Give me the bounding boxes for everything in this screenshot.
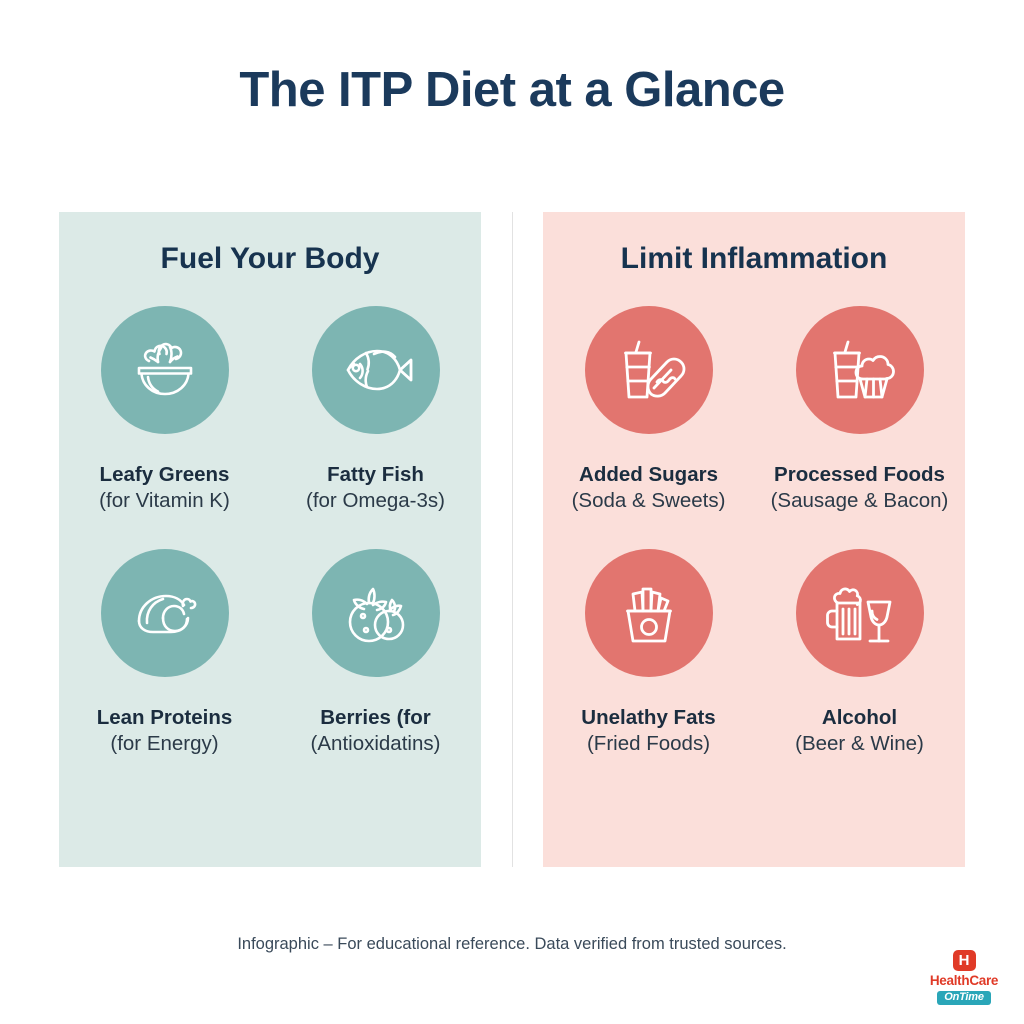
list-item-detail: (for Energy): [110, 732, 219, 755]
roast-chicken-icon: [100, 549, 229, 677]
panel-limit-inflammation: Limit Inflammation Adde: [543, 212, 965, 867]
panel-heading-limit: Limit Inflammation: [620, 242, 888, 275]
list-item-detail: (for Omega-3s): [306, 489, 445, 512]
french-fries-icon: [584, 549, 713, 677]
logo-subtitle: OnTime: [937, 990, 991, 1005]
list-item-label: Added Sugars (Soda & Sweets): [543, 462, 754, 514]
list-item-label: Berries (for (Antioxidatins): [270, 705, 481, 757]
fish-icon: [311, 306, 440, 434]
list-item-label: Lean Proteins (for Energy): [59, 705, 270, 757]
list-item-detail: (Soda & Sweets): [571, 489, 726, 512]
soda-cupcake-icon: [795, 306, 924, 434]
list-item-label: Fatty Fish (for Omega-3s): [270, 462, 481, 514]
panel-fuel-your-body: Fuel Your Body: [59, 212, 481, 867]
list-item-label: Unelathy Fats (Fried Foods): [543, 705, 754, 757]
list-item-detail: (Sausage & Bacon): [770, 489, 949, 512]
list-item-detail: (for Vitamin K): [99, 489, 230, 512]
soda-hotdog-icon: [584, 306, 713, 434]
item-grid-limit: Added Sugars (Soda & Sweets): [543, 306, 965, 792]
list-item-detail: (Fried Foods): [586, 732, 711, 755]
list-item-name: Lean Proteins: [96, 706, 233, 729]
logo-name: HealthCare: [929, 973, 999, 988]
list-item-label: Processed Foods (Sausage & Bacon): [754, 462, 965, 514]
brand-logo: H HealthCare OnTime: [928, 950, 1000, 1005]
beer-wine-icon: [795, 549, 924, 677]
salad-bowl-icon: [100, 306, 229, 434]
list-item-name: Unelathy Fats: [581, 706, 716, 729]
panel-heading-fuel: Fuel Your Body: [160, 242, 380, 275]
list-item-name: Added Sugars: [579, 463, 718, 486]
list-item: Alcohol (Beer & Wine): [754, 549, 965, 757]
list-item-name: Berries (for: [320, 706, 431, 729]
list-item: Processed Foods (Sausage & Bacon): [754, 306, 965, 514]
list-item-name: Processed Foods: [774, 463, 945, 486]
berries-icon: [311, 549, 440, 677]
logo-h-badge-icon: H: [952, 950, 976, 971]
list-item-detail: (Beer & Wine): [795, 732, 924, 755]
page-title: The ITP Diet at a Glance: [239, 63, 785, 117]
list-item: Lean Proteins (for Energy): [59, 549, 270, 757]
list-item: Unelathy Fats (Fried Foods): [543, 549, 754, 757]
list-item-label: Leafy Greens (for Vitamin K): [59, 462, 270, 514]
list-item: Berries (for (Antioxidatins): [270, 549, 481, 757]
list-item: Added Sugars (Soda & Sweets): [543, 306, 754, 514]
list-item-detail: (Antioxidatins): [310, 732, 441, 755]
list-item: Fatty Fish (for Omega-3s): [270, 306, 481, 514]
item-grid-fuel: Leafy Greens (for Vitamin K): [59, 306, 481, 792]
footer-note: Infographic – For educational reference.…: [237, 935, 787, 953]
list-item-name: Alcohol: [821, 706, 898, 729]
list-item-name: Leafy Greens: [99, 463, 230, 486]
list-item: Leafy Greens (for Vitamin K): [59, 306, 270, 514]
panel-divider: [512, 212, 513, 867]
list-item-name: Fatty Fish: [327, 463, 424, 486]
list-item-label: Alcohol (Beer & Wine): [754, 705, 965, 757]
